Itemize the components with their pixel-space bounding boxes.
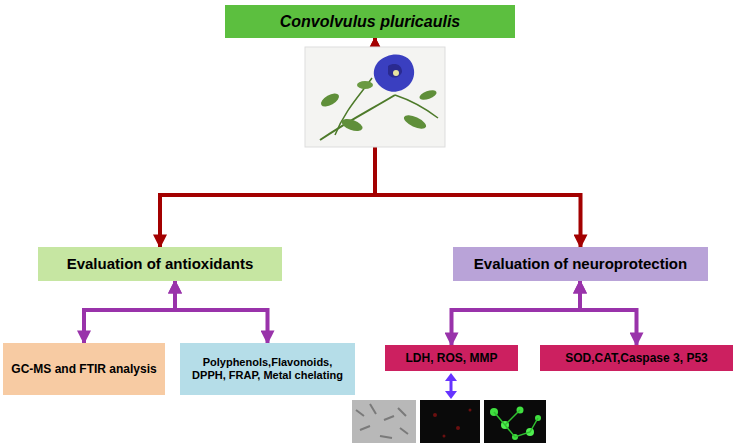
method-box: GC-MS and FTIR analysis [3, 343, 165, 395]
assay-box: LDH, ROS, MMP [385, 345, 518, 371]
assay-box: SOD,CAT,Caspase 3, P53 [540, 345, 733, 371]
node-label: GC-MS and FTIR analysis [11, 362, 156, 376]
branch-box: Evaluation of neuroprotection [453, 247, 708, 281]
node-label: Evaluation of antioxidants [67, 255, 254, 273]
branch-arrow [84, 281, 175, 343]
branch-arrow [580, 281, 637, 345]
node-label: LDH, ROS, MMP [406, 351, 498, 365]
node-label: SOD,CAT,Caspase 3, P53 [565, 351, 708, 365]
branch-box: Evaluation of antioxidants [38, 247, 282, 281]
image-link-arrow [445, 373, 457, 399]
branch-arrow [452, 281, 581, 345]
title-box: Convolvulus pluricaulis [225, 5, 515, 38]
node-label: Evaluation of neuroprotection [474, 255, 687, 273]
branch-arrow [175, 281, 268, 343]
node-label: Polyphenols,Flavonoids, DPPH, FRAP, Meta… [186, 356, 349, 382]
cell-micrographs [352, 400, 546, 443]
method-box: Polyphenols,Flavonoids, DPPH, FRAP, Meta… [180, 343, 355, 395]
node-label: Convolvulus pluricaulis [280, 12, 460, 31]
plant-photo [305, 47, 445, 147]
